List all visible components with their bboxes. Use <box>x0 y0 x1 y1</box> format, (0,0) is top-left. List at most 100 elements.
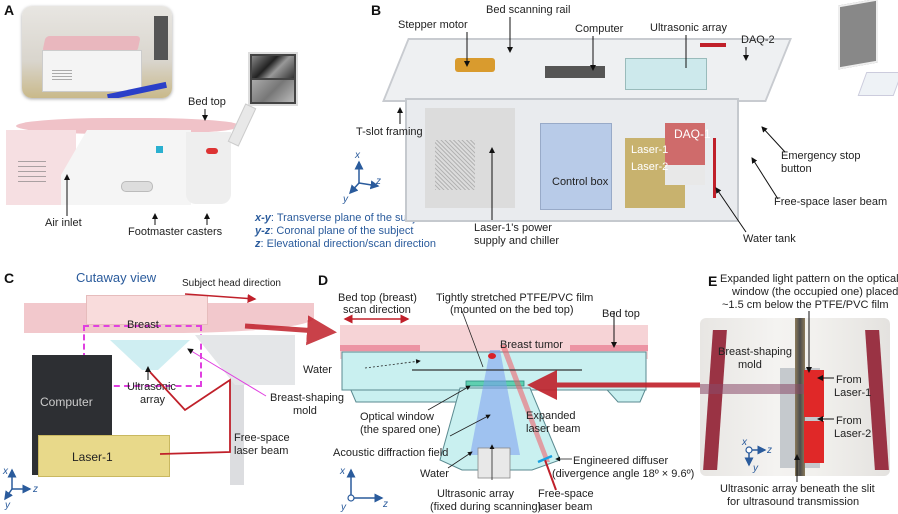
axis-c-y-arrow <box>4 488 13 501</box>
label-c-free-space-2: laser beam <box>234 445 289 457</box>
label-b-bed-scanning-rail: Bed scanning rail <box>486 4 571 16</box>
axis-c-x-label: x <box>3 466 8 477</box>
axis-a-y-label: y <box>343 194 348 205</box>
panel-a-letter: A <box>4 2 15 18</box>
label-b-laser1: Laser-1 <box>631 144 669 156</box>
d-engineered-diffuser <box>537 454 553 464</box>
panel-d-letter: D <box>318 272 329 288</box>
panel-e-letter: E <box>708 273 718 289</box>
label-b-emergency-stop-1: Emergency stop <box>781 150 861 162</box>
label-d-optical-window-1: Optical window <box>360 411 434 423</box>
panel-b-keyboard <box>857 72 898 96</box>
panel-a-photo-inset <box>22 6 172 98</box>
label-b-computer: Computer <box>575 23 624 35</box>
label-b-power-supply-1: Laser-1's power <box>474 222 552 234</box>
axis-d-y-label: y <box>341 502 346 513</box>
label-c-subject-head-direction: Subject head direction <box>182 278 281 289</box>
laser1-shape-c <box>38 435 170 477</box>
label-e-slit-1: Ultrasonic array beneath the slit <box>720 483 875 495</box>
label-d-diffuser-2: (divergence angle 18º × 9.6º) <box>552 468 695 480</box>
axis-a-y-arrow <box>348 182 360 195</box>
d-ultrasonic-array <box>477 447 511 479</box>
axis-a-z-label: z <box>376 176 381 187</box>
ultrasonic-array-shape-b <box>625 58 707 90</box>
label-b-emergency-stop-2: button <box>781 163 812 175</box>
label-d-scan-dir-2: scan direction <box>343 304 411 316</box>
axis-c-y-label: y <box>5 500 10 511</box>
panel-b-monitor <box>838 0 878 70</box>
label-b-water-tank: Water tank <box>743 233 796 245</box>
daq1-shape <box>665 123 705 165</box>
label-a-air-inlet: Air inlet <box>45 217 82 229</box>
panel-d-bed-region <box>340 325 648 359</box>
label-e-slit-2: for ultrasound transmission <box>727 496 860 508</box>
panel-c-letter: C <box>4 270 15 286</box>
label-d-expanded-1: Expanded <box>526 410 576 422</box>
stepper-motor-shape <box>455 58 495 72</box>
label-d-film-1: Tightly stretched PTFE/PVC film <box>436 292 594 304</box>
label-d-bed-top: Bed top <box>602 308 640 320</box>
plane-legend: x-y: Transverse plane of the subject y-z… <box>255 212 436 251</box>
label-d-water-top: Water <box>303 364 332 376</box>
d-water-tank <box>342 351 647 403</box>
e-laser-beam-band <box>700 384 804 394</box>
label-d-scan-dir-1: Bed top (breast) <box>338 292 417 304</box>
label-b-t-slot-framing: T-slot framing <box>356 126 423 138</box>
label-b-control-box: Control box <box>552 176 609 188</box>
label-d-acoustic-field: Acoustic diffraction field <box>333 447 449 459</box>
label-e-pattern-1: Expanded light pattern on the optical <box>720 273 898 285</box>
breast-shape-c <box>86 295 208 325</box>
axis-a-x-label: x <box>355 150 360 161</box>
label-b-ultrasonic-array: Ultrasonic array <box>650 22 728 34</box>
panel-b-frame <box>382 28 792 238</box>
label-a-bed-top: Bed top <box>188 96 226 108</box>
computer-shape-b <box>545 66 605 78</box>
e-slit <box>795 318 805 476</box>
label-d-optical-window-2: (the spared one) <box>360 424 441 436</box>
label-b-daq1: DAQ-1 <box>674 127 711 141</box>
axis-d-z-label: z <box>383 499 388 510</box>
legend-line-yz: y-z: Coronal plane of the subject <box>255 225 414 237</box>
axis-e-z-label: z <box>767 445 772 456</box>
panel-c-title: Cutaway view <box>76 270 157 285</box>
e-laser2-pattern <box>804 421 824 463</box>
label-d-breast-tumor: Breast tumor <box>500 339 563 351</box>
label-d-water-bottom: Water <box>420 468 449 480</box>
label-d-free-space-2: laser beam <box>538 501 593 513</box>
label-e-pattern-2: window (the occupied one) placed <box>732 286 898 298</box>
label-b-laser2: Laser-2 <box>631 161 669 173</box>
label-c-mold-1: Breast-shaping <box>270 392 344 404</box>
label-e-from-laser2-2: Laser-2 <box>834 428 872 440</box>
label-a-footmaster-casters: Footmaster casters <box>128 226 223 238</box>
label-b-daq2: DAQ-2 <box>741 34 775 46</box>
label-c-ultrasonic-array-2: array <box>140 394 166 406</box>
d-acoustic-field <box>470 350 520 455</box>
axis-e-y-label: y <box>753 463 758 474</box>
panel-a-monitor <box>248 52 298 106</box>
label-e-pattern-3: ~1.5 cm below the PTFE/PVC film <box>722 299 889 311</box>
daq2-shape <box>700 43 726 47</box>
axis-d-y-out-of-page <box>347 494 355 502</box>
label-e-mold-2: mold <box>738 359 762 371</box>
label-c-ultrasonic-array-1: Ultrasonic <box>127 381 176 393</box>
d-optical-window <box>465 380 525 387</box>
panel-d-bed-edge-left <box>340 345 420 351</box>
panel-e-photo <box>700 318 890 476</box>
panel-c-cutaway <box>20 295 314 495</box>
panel-d-bed-edge-right <box>570 345 648 351</box>
label-e-from-laser1-2: Laser-1 <box>834 387 872 399</box>
label-d-diffuser-1: Engineered diffuser <box>573 455 669 467</box>
label-d-expanded-2: laser beam <box>526 423 581 435</box>
label-e-from-laser2-1: From <box>836 415 862 427</box>
label-c-laser1: Laser-1 <box>72 450 113 464</box>
label-e-mold-1: Breast-shaping <box>718 346 792 358</box>
label-d-us-array-1: Ultrasonic array <box>437 488 515 500</box>
axis-d-x-label: x <box>340 466 345 477</box>
panel-a-scanner-device <box>6 118 256 208</box>
label-c-mold-2: mold <box>293 405 317 417</box>
axis-e-x-label: x <box>742 437 747 448</box>
label-b-stepper-motor: Stepper motor <box>398 19 468 31</box>
panel-b-letter: B <box>371 2 382 18</box>
axis-c-z-label: z <box>33 484 38 495</box>
e-laser1-pattern <box>804 370 824 417</box>
